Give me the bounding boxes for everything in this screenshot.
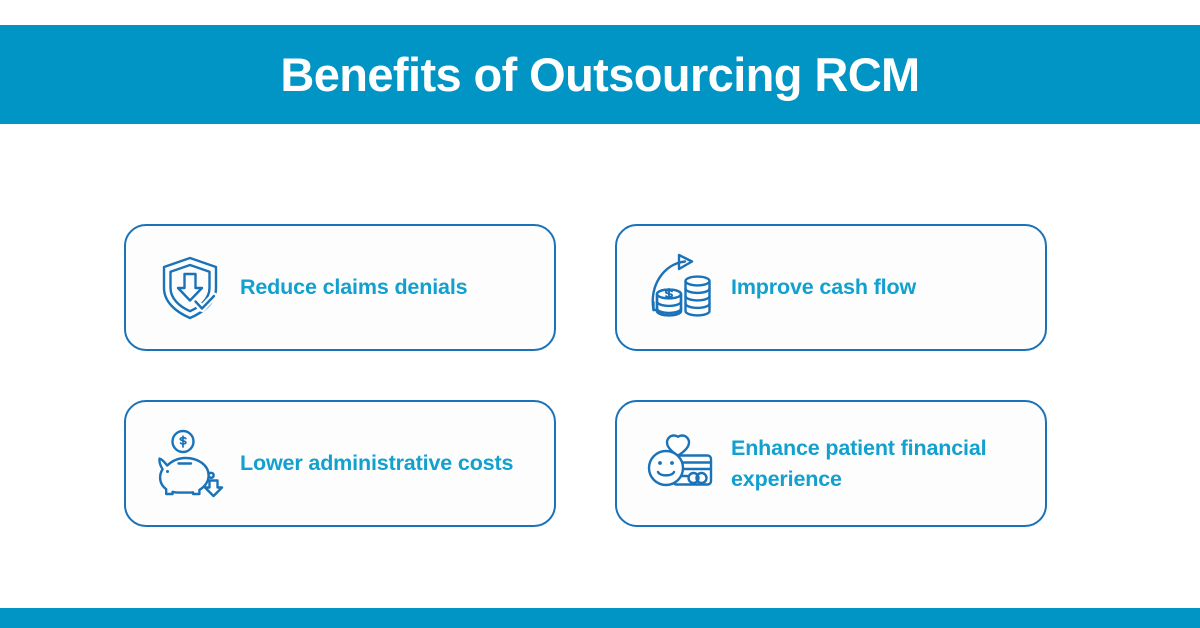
footer-bar xyxy=(0,608,1200,628)
header-bar: Benefits of Outsourcing RCM xyxy=(0,25,1200,124)
benefit-card-label: Reduce claims denials xyxy=(240,275,468,300)
shield-down-arrow-check-icon xyxy=(154,252,226,324)
piggy-bank-down-arrow-icon xyxy=(154,428,226,500)
benefit-card-improve-cash-flow[interactable]: Improve cash flow xyxy=(615,224,1047,351)
benefit-card-lower-administrative-costs[interactable]: Lower administrative costs xyxy=(124,400,556,527)
coin-stacks-up-arrow-icon xyxy=(645,252,717,324)
benefit-card-reduce-claims-denials[interactable]: Reduce claims denials xyxy=(124,224,556,351)
benefit-card-label: Improve cash flow xyxy=(731,275,917,300)
benefit-card-enhance-patient-financial-experience[interactable]: Enhance patient financial experience xyxy=(615,400,1047,527)
benefit-card-label: Enhance patient financial experience xyxy=(731,435,987,491)
page-title: Benefits of Outsourcing RCM xyxy=(280,48,920,101)
smiley-heart-credit-card-icon xyxy=(645,428,717,500)
benefit-card-label: Lower administrative costs xyxy=(240,451,514,476)
benefits-card-grid: Reduce claims denials xyxy=(124,224,1047,527)
